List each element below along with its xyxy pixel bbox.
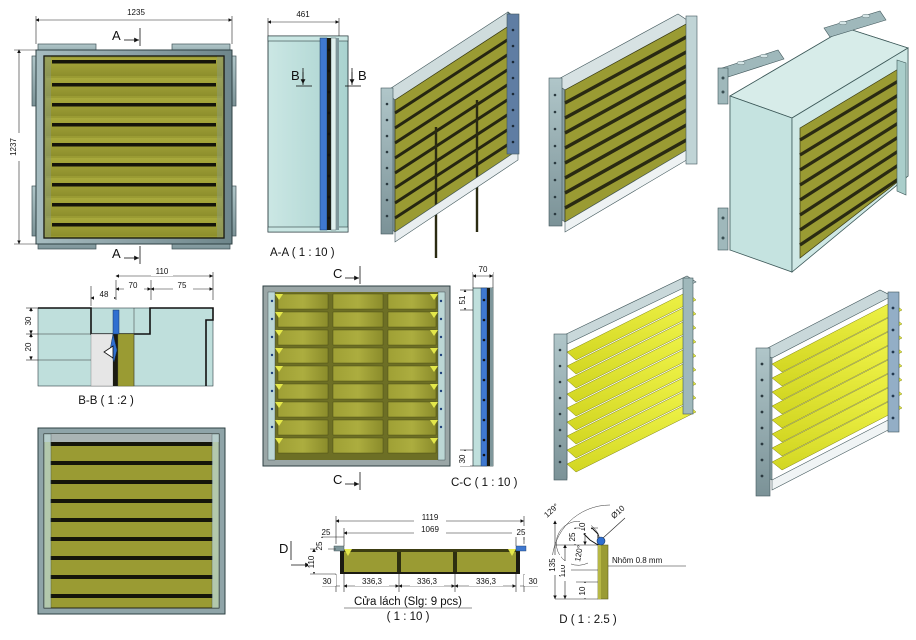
iso-cr-blades <box>564 33 691 210</box>
dim-bb-set: 110 70 75 48 <box>90 265 214 306</box>
view-front: 1235 1237 A A <box>9 6 237 264</box>
dim-bb-48: 48 <box>100 290 109 299</box>
view-front-plain <box>37 427 226 615</box>
iso-or-fixings <box>760 306 895 478</box>
front-plain-blades <box>50 442 213 598</box>
section-mark-a-bottom: A <box>112 246 141 264</box>
dim-front-width-value: 1235 <box>127 8 145 17</box>
cc-pivot-dots <box>482 298 486 457</box>
dim-plan-seg-1: 336,3 <box>362 577 383 586</box>
detail-bb-label: B-B ( 1 :2 ) <box>78 395 134 407</box>
view-blade-plan: D 1119 1069 25 <box>279 511 542 623</box>
aa-pivot-dots <box>327 48 331 220</box>
iso-cl-fixings <box>385 28 515 218</box>
dim-cc-51-value: 51 <box>458 295 467 304</box>
detail-d-dim-110: 110 <box>558 564 567 577</box>
iso-cl-blades <box>394 31 519 220</box>
blade-plan-label: Cửa lách (Slg: 9 pcs) <box>354 596 462 608</box>
view-iso-housing <box>717 10 909 273</box>
dim-cc-70-value: 70 <box>479 265 488 274</box>
detail-d-angle-inner: 120° <box>573 544 585 562</box>
dim-aa-width: 461 <box>267 8 340 36</box>
dim-bb-vertical: 30 20 <box>24 307 38 361</box>
detail-d-hole-leader: Ø10 <box>602 503 627 539</box>
blade-plan-scale: ( 1 : 10 ) <box>387 611 430 623</box>
dim-front-height: 1237 <box>9 49 36 245</box>
dim-cc-51: 51 <box>458 289 473 311</box>
detail-d-angle-outer: 129° <box>542 502 560 520</box>
section-label-d: D <box>279 541 288 556</box>
dim-plan-overall: 1119 <box>422 513 439 522</box>
dim-plan-25-left: 25 <box>317 526 344 540</box>
dim-front-width: 1235 <box>35 6 233 44</box>
rear-blade-grid <box>275 293 438 454</box>
detail-d-label: D ( 1 : 2.5 ) <box>559 614 617 626</box>
detail-d-dim-top: 10 <box>578 522 587 531</box>
view-section-cc: 70 51 30 C-C ( 1 : 10 ) <box>451 263 518 489</box>
section-mark-c-bottom: C <box>333 472 361 490</box>
iso-or-open-blades <box>771 301 903 471</box>
view-section-aa: 461 B B A-A ( 1 : 10 ) <box>267 8 367 259</box>
dim-plan-height: 110 <box>307 555 316 568</box>
section-mark-c-top: C <box>333 266 361 284</box>
iso-om-open-blades <box>566 291 697 473</box>
section-label-c-top: C <box>333 266 342 281</box>
iso-housing-flanges <box>717 10 887 251</box>
section-aa-label: A-A ( 1 : 10 ) <box>270 247 335 259</box>
dim-bb-30: 30 <box>24 316 33 325</box>
dim-bb-75: 75 <box>178 281 187 290</box>
detail-d-material-note: Nhôm 0.8 mm <box>608 556 686 567</box>
section-mark-b-left: B <box>291 68 312 87</box>
section-mark-b-right: B <box>345 68 367 87</box>
detail-d-material-text: Nhôm 0.8 mm <box>612 556 663 565</box>
view-detail-bb: 110 70 75 48 30 20 B-B ( 1 :2 ) <box>24 265 214 407</box>
view-iso-closed-left <box>380 11 520 258</box>
detail-d-dim-25: 25 <box>568 532 577 541</box>
dim-plan-chain: 30 336,3 336,3 336,3 30 <box>318 574 542 592</box>
section-label-a-top: A <box>112 28 121 43</box>
view-rear: C C <box>262 266 451 490</box>
dim-cc-30: 30 <box>458 449 473 467</box>
dim-plan-inner: 1069 <box>421 525 439 534</box>
dim-front-height-value: 1237 <box>9 138 18 156</box>
section-mark-a-top: A <box>112 28 141 46</box>
section-mark-d: D <box>279 541 310 568</box>
detail-d-dims: 10 25 110 135 10 <box>548 519 598 600</box>
view-detail-d: Ø10 129° 120° Nhôm 0.8 mm 10 25 110 <box>542 502 686 626</box>
dim-plan-seg-3: 336,3 <box>476 577 497 586</box>
iso-cr-fixings <box>553 93 557 216</box>
section-label-c-bottom: C <box>333 472 342 487</box>
section-label-b-right: B <box>358 68 367 83</box>
dim-bb-110: 110 <box>156 267 169 276</box>
detail-d-dim-bottom: 10 <box>578 586 587 595</box>
dim-plan-1069: 1069 <box>343 523 517 546</box>
dim-bb-20: 20 <box>24 342 33 351</box>
dim-cc-30-value: 30 <box>458 454 467 463</box>
detail-d-hole-label: Ø10 <box>609 503 627 520</box>
dim-plan-seg-2: 336,3 <box>417 577 438 586</box>
dim-plan-25-right: 25 <box>512 526 530 540</box>
section-label-a-bottom: A <box>112 246 121 261</box>
dim-plan-edge-right: 30 <box>529 577 538 586</box>
dim-plan-vertical: 110 25 <box>307 536 336 575</box>
view-iso-closed-right <box>548 13 698 233</box>
dim-plan-end-left: 25 <box>322 528 331 537</box>
dim-bb-70: 70 <box>129 281 138 290</box>
view-iso-open-mid <box>553 275 697 481</box>
dim-plan-edge-left: 30 <box>323 577 332 586</box>
section-label-b-left: B <box>291 68 300 83</box>
iso-housing-blades <box>799 78 901 247</box>
dim-aa-width-value: 461 <box>296 10 310 19</box>
iso-om-fixings <box>558 348 562 464</box>
dim-plan-end-right: 25 <box>517 528 526 537</box>
dim-plan-lip: 25 <box>315 541 324 550</box>
view-iso-open-right <box>755 289 903 497</box>
front-louver-blades <box>46 58 222 236</box>
rear-hinge-dots <box>270 299 443 429</box>
section-cc-label: C-C ( 1 : 10 ) <box>451 477 518 489</box>
detail-d-dim-135: 135 <box>548 558 557 572</box>
dim-cc-70: 70 <box>472 263 494 288</box>
